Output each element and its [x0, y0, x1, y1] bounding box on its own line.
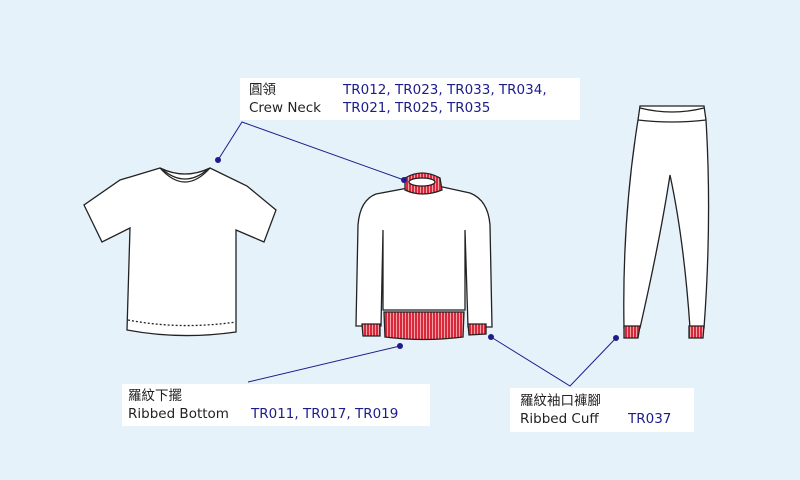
crew-neck-en: Crew Neck: [249, 100, 321, 116]
sweater: [355, 172, 493, 341]
ribbed-bottom-codes: TR011, TR017, TR019: [251, 406, 399, 422]
crew-neck-zh: 圓領: [249, 82, 276, 98]
crew-neck-label: 圓領 Crew Neck TR012, TR023, TR033, TR034,…: [240, 78, 580, 120]
ribbed-cuff-codes: TR037: [628, 411, 672, 427]
ribbed-bottom-label: 羅紋下擺 Ribbed Bottom TR011, TR017, TR019: [122, 384, 430, 426]
ribbed-cuff-zh: 羅紋袖口褲腳: [520, 393, 601, 409]
crew-neck-codes-2: TR021, TR025, TR035: [343, 100, 491, 116]
leader-dots: [215, 157, 619, 349]
ribbed-bottom-en: Ribbed Bottom: [128, 406, 229, 422]
leader-lines: [217, 121, 617, 387]
ribbed-bottom-zh: 羅紋下擺: [128, 388, 182, 404]
crew-neck-codes-1: TR012, TR023, TR033, TR034,: [343, 82, 547, 98]
ribbed-cuff-en: Ribbed Cuff: [520, 411, 599, 427]
pants: [623, 105, 710, 339]
ribbed-cuff-label: 羅紋袖口褲腳 Ribbed Cuff TR037: [510, 388, 694, 432]
t-shirt: [83, 167, 277, 337]
